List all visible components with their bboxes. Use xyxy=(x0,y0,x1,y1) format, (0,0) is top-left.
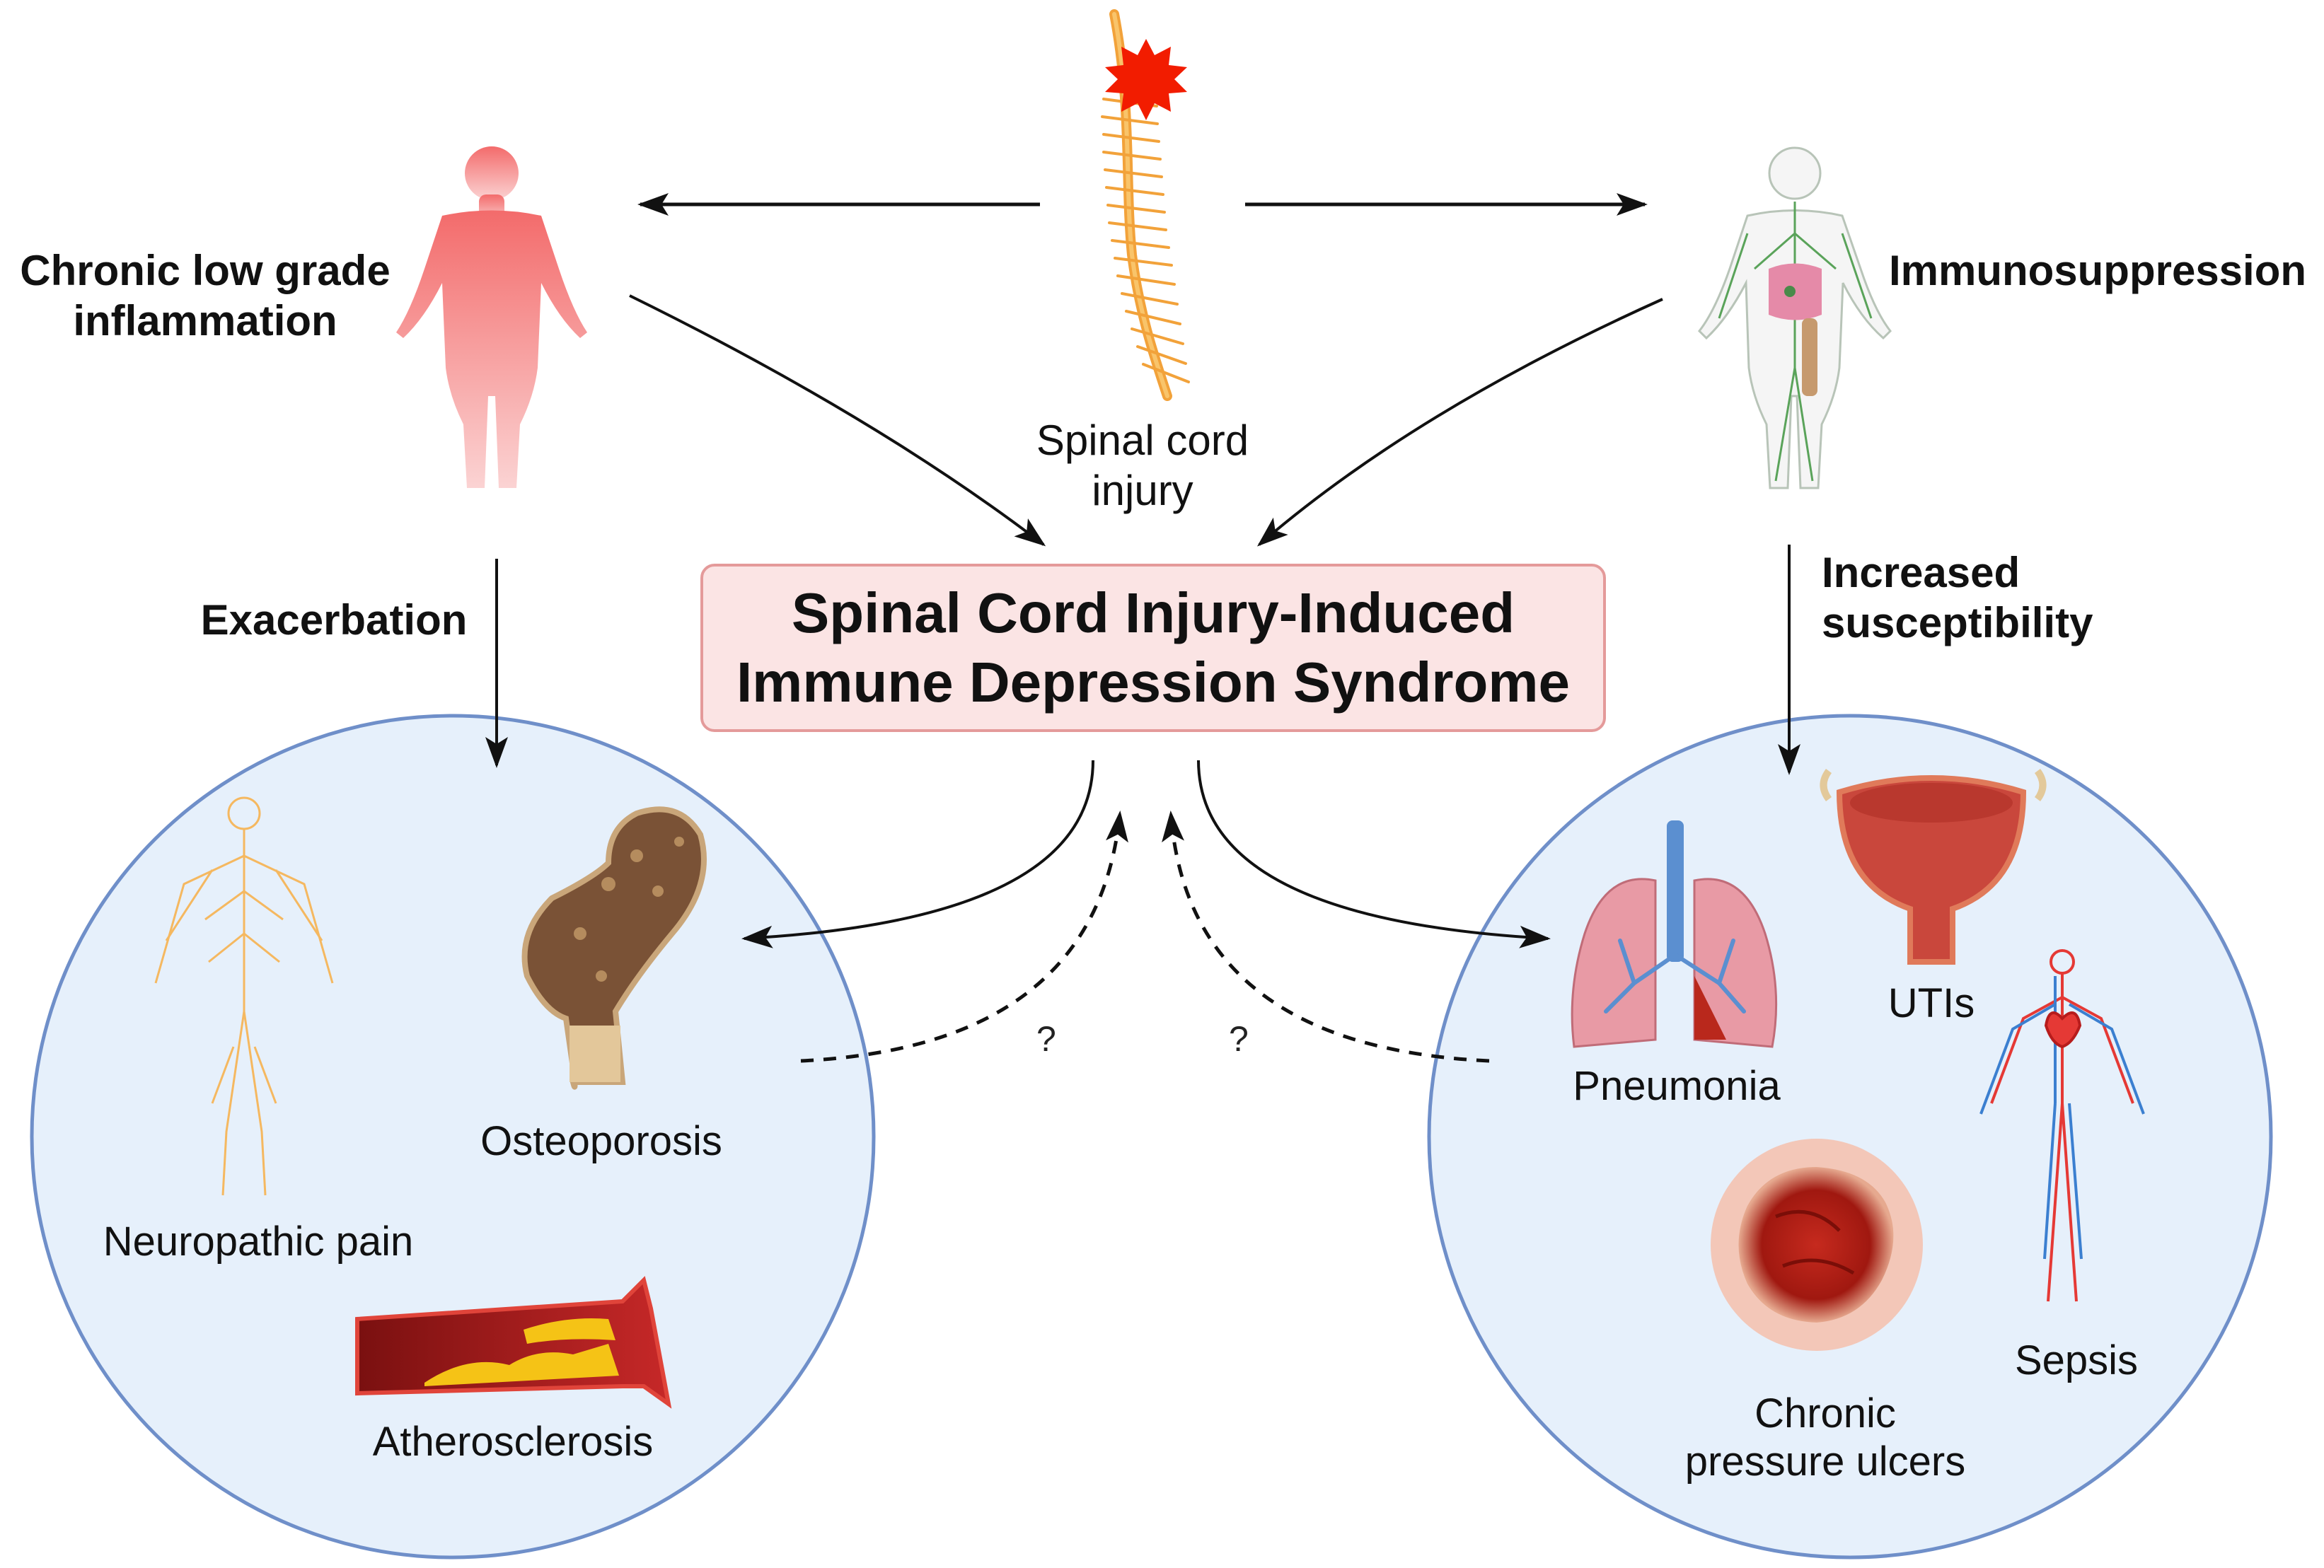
increased-susceptibility-line-2: susceptibility xyxy=(1822,598,2093,646)
central-syndrome-box: Spinal Cord Injury-Induced Immune Depres… xyxy=(700,564,1606,732)
dashed-arrow-left-feedback xyxy=(800,811,1128,1063)
exacerbation-text: Exacerbation xyxy=(200,596,468,644)
osteoporosis-label: Osteoporosis xyxy=(480,1118,722,1164)
lungs-icon xyxy=(1571,820,1778,1048)
chronic-inflammation-line-2: inflammation xyxy=(73,296,337,344)
pressure-ulcer-icon xyxy=(1711,1139,1923,1351)
pressure-ulcers-label: Chronic pressure ulcers xyxy=(1627,1390,2023,1487)
spinal-cord-injury-line-1: Spinal cord xyxy=(1036,417,1249,464)
immunosuppression-label: Immunosuppression xyxy=(1875,246,2320,296)
question-mark-right: ? xyxy=(1229,1019,1249,1059)
atherosclerosis-label: Atherosclerosis xyxy=(372,1419,654,1465)
chronic-inflammation-line-1: Chronic low grade xyxy=(20,247,391,294)
pressure-ulcers-line-2: pressure ulcers xyxy=(1684,1439,1966,1485)
question-mark-left: ? xyxy=(1036,1019,1056,1059)
pneumonia-label: Pneumonia xyxy=(1573,1063,1781,1109)
nervous-system-icon xyxy=(154,796,334,1196)
spinal-cord-injury-label: Spinal cord injury xyxy=(1008,416,1277,516)
bladder-icon xyxy=(1820,769,2047,965)
central-title-line-2: Immune Depression Syndrome xyxy=(736,651,1571,714)
artery-plaque-icon xyxy=(355,1276,672,1409)
increased-susceptibility-label: Increased susceptibility xyxy=(1822,548,2119,649)
arrow-box-to-left-circle xyxy=(741,760,1094,948)
central-title-line-1: Spinal Cord Injury-Induced xyxy=(791,581,1515,645)
sepsis-label: Sepsis xyxy=(2014,1337,2139,1383)
immunosuppression-text: Immunosuppression xyxy=(1888,247,2307,294)
increased-susceptibility-line-1: Increased xyxy=(1822,549,2021,596)
spinal-cord-injury-line-2: injury xyxy=(1092,466,1193,514)
circulatory-system-icon xyxy=(1979,949,2145,1302)
utis-label: UTIs xyxy=(1887,980,1975,1026)
dashed-arrow-right-feedback xyxy=(1162,811,1490,1063)
arrow-box-to-right-circle xyxy=(1197,760,1551,948)
chronic-inflammation-label: Chronic low grade inflammation xyxy=(7,246,403,347)
injury-burst-icon xyxy=(1105,39,1187,120)
arrow-right-body-to-box xyxy=(1256,298,1663,547)
exacerbation-label: Exacerbation xyxy=(185,596,482,646)
femur-bone-icon xyxy=(521,806,707,1090)
lymphatic-body-icon xyxy=(1697,146,1892,489)
pressure-ulcers-line-1: Chronic xyxy=(1754,1390,1896,1436)
human-body-icon xyxy=(396,146,587,488)
neuropathic-pain-label: Neuropathic pain xyxy=(103,1219,414,1265)
arrow-left-body-to-box xyxy=(629,294,1046,547)
